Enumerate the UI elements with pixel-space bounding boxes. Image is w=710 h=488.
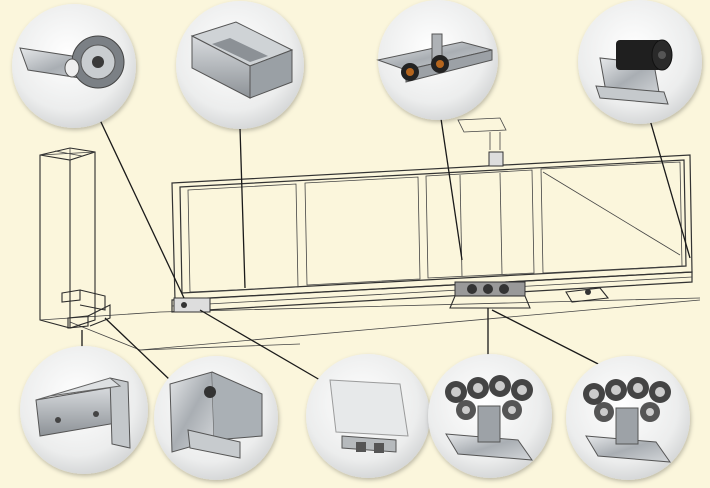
gate-post (39, 147, 96, 329)
gate-carriage (449, 281, 610, 309)
mounting-bracket-icon (35, 377, 131, 449)
top-guide-rollers-icon (376, 33, 493, 83)
end-cap-callout (306, 354, 430, 478)
catcher-icon (169, 371, 263, 459)
top-guide-rollers-callout (376, 0, 498, 120)
roller-carriage-icon (583, 377, 672, 463)
end-roller-callout (12, 4, 136, 128)
rubber-stopper-callout (578, 0, 702, 124)
post-brackets (61, 289, 111, 329)
guide-rail-icon (190, 21, 294, 99)
catcher-callout (154, 356, 278, 480)
guide-rail-callout (176, 1, 304, 129)
gate-frame (171, 117, 693, 313)
roller-carriage-1-callout (428, 354, 552, 478)
ground-lines (39, 297, 701, 351)
leader-lines (81, 111, 691, 381)
roller-carriage-icon (445, 375, 534, 461)
roller-carriage-2-callout (566, 356, 690, 480)
rubber-stopper-icon (595, 39, 673, 105)
end-roller-icon (19, 35, 125, 89)
end-cap-icon (329, 379, 409, 453)
mounting-bracket-callout (20, 346, 148, 474)
